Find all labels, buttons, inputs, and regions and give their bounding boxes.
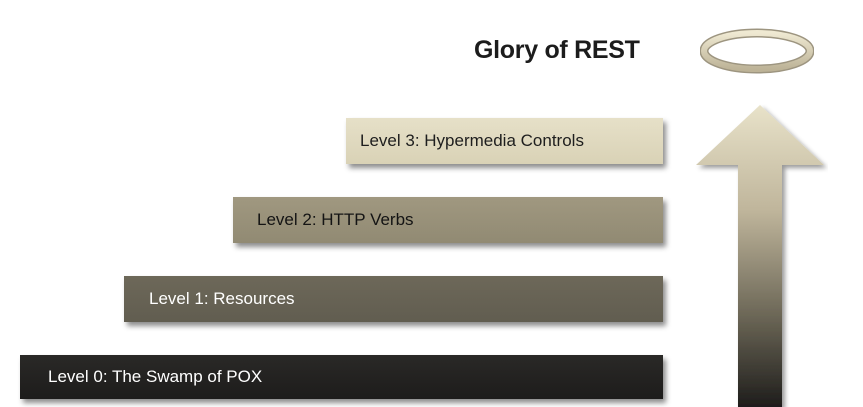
level-1-step: Level 1: Resources <box>124 276 663 322</box>
halo-icon <box>700 28 814 74</box>
diagram-title: Glory of REST <box>474 36 640 64</box>
level-0-label: Level 0: The Swamp of POX <box>48 367 263 386</box>
level-1-label: Level 1: Resources <box>149 289 295 308</box>
level-2-step: Level 2: HTTP Verbs <box>233 197 663 243</box>
level-2-label: Level 2: HTTP Verbs <box>257 210 414 229</box>
up-arrow-icon <box>696 105 824 407</box>
level-3-step: Level 3: Hypermedia Controls <box>346 118 663 164</box>
level-3-label: Level 3: Hypermedia Controls <box>360 131 584 150</box>
level-0-step: Level 0: The Swamp of POX <box>20 355 663 399</box>
